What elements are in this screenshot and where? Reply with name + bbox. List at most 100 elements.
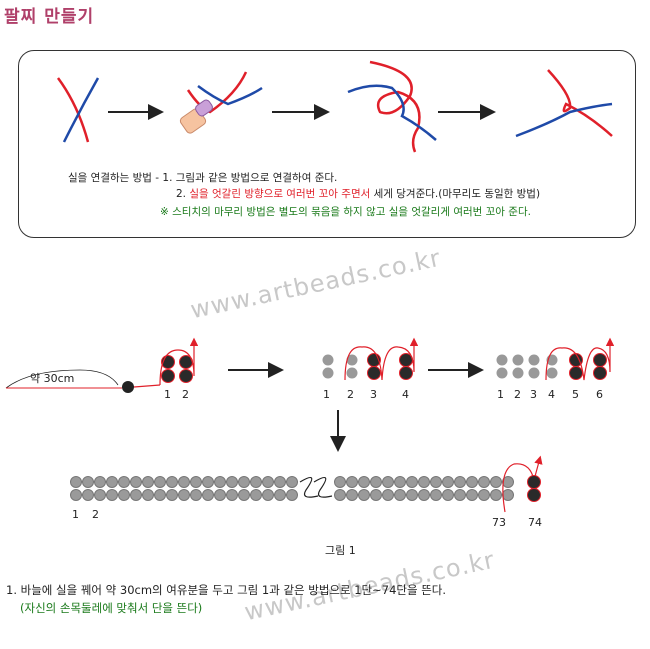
grey-bead [130,476,142,488]
grey-bead [166,489,178,501]
grey-bead [190,489,202,501]
finished-join-figure [515,69,613,138]
six-bead-step-figure [496,337,615,381]
grey-bead [274,489,286,501]
grey-bead [250,476,262,488]
grey-bead [82,489,94,501]
grey-bead [358,489,370,501]
grey-bead [358,476,370,488]
grey-bead [394,489,406,501]
grey-bead [454,476,466,488]
grey-bead [286,476,298,488]
grey-bead [94,476,106,488]
final-num-left: 2 [92,508,99,521]
grey-bead [454,489,466,501]
grey-bead [286,489,298,501]
step1-num: 1 [164,388,171,401]
grey-bead [118,476,130,488]
grey-bead [262,476,274,488]
grey-bead [394,476,406,488]
figure-caption: 그림 1 [325,544,356,557]
grey-bead [490,476,502,488]
grey-bead [106,476,118,488]
step3-num: 3 [530,388,537,401]
grey-bead [418,489,430,501]
step3-num: 6 [596,388,603,401]
grey-bead [502,476,514,488]
step3-num: 1 [497,388,504,401]
bead-74 [527,488,541,502]
line2-suffix: 세게 당겨준다.(마무리도 동일한 방법) [370,188,541,200]
grey-bead [214,489,226,501]
final-thread [502,455,543,513]
grey-bead [142,489,154,501]
step2-num: 3 [370,388,377,401]
grey-bead [214,476,226,488]
first-beads-figure [5,337,199,393]
grey-bead [166,476,178,488]
page-title: 팔찌 만들기 [4,7,95,27]
grey-bead [334,489,346,501]
panel-line-2: 2. 실을 엇갈린 방향으로 여러번 꼬아 주면서 세게 당겨준다.(마무리도 … [176,186,540,201]
grey-bead [238,476,250,488]
grey-bead [238,489,250,501]
grey-bead [118,489,130,501]
grey-bead [106,489,118,501]
grey-bead [430,489,442,501]
grey-bead [226,476,238,488]
final-num-left: 1 [72,508,79,521]
grey-bead [442,476,454,488]
grey-bead [406,476,418,488]
grey-bead [442,489,454,501]
grey-bead [370,476,382,488]
grey-bead [154,476,166,488]
grey-bead [178,476,190,488]
thread-joining-panel [18,50,636,238]
grey-bead [250,489,262,501]
grey-bead [154,489,166,501]
step2-num: 2 [347,388,354,401]
grey-bead [502,489,514,501]
grey-bead [370,489,382,501]
grey-bead [274,476,286,488]
grey-bead [82,476,94,488]
final-num-right: 73 [492,516,506,529]
grey-bead [262,489,274,501]
grey-bead [70,476,82,488]
grey-bead [478,489,490,501]
final-bead-row-figure [70,476,514,501]
instruction-line-1: 1. 바늘에 실을 꿰어 약 30cm의 여유분을 두고 그림 1과 같은 방법… [6,583,447,597]
step3-num: 4 [548,388,555,401]
step1-num: 2 [182,388,189,401]
break-mark [299,476,319,498]
instruction-line-2: (자신의 손목둘레에 맞춰서 단을 뜬다) [20,601,203,615]
step2-num: 4 [402,388,409,401]
grey-bead [406,489,418,501]
crossed-threads-figure [56,77,100,143]
step3-num: 2 [514,388,521,401]
grey-bead [334,476,346,488]
grey-bead [202,489,214,501]
grey-bead [130,489,142,501]
grey-bead [70,489,82,501]
twisted-knot-figure [347,60,437,153]
grey-bead [346,476,358,488]
grey-bead [94,489,106,501]
twisting-finger-figure [179,71,263,134]
grey-bead [430,476,442,488]
grey-bead [490,489,502,501]
step3-num: 5 [572,388,579,401]
grey-bead [142,476,154,488]
step2-num: 1 [323,388,330,401]
grey-bead [178,489,190,501]
grey-bead [466,489,478,501]
final-num-right: 74 [528,516,542,529]
grey-bead [202,476,214,488]
grey-bead [382,489,394,501]
four-bead-step-figure [322,337,419,381]
length-label: 약 30cm [30,372,75,385]
grey-bead [190,476,202,488]
grey-bead [478,476,490,488]
grey-bead [382,476,394,488]
